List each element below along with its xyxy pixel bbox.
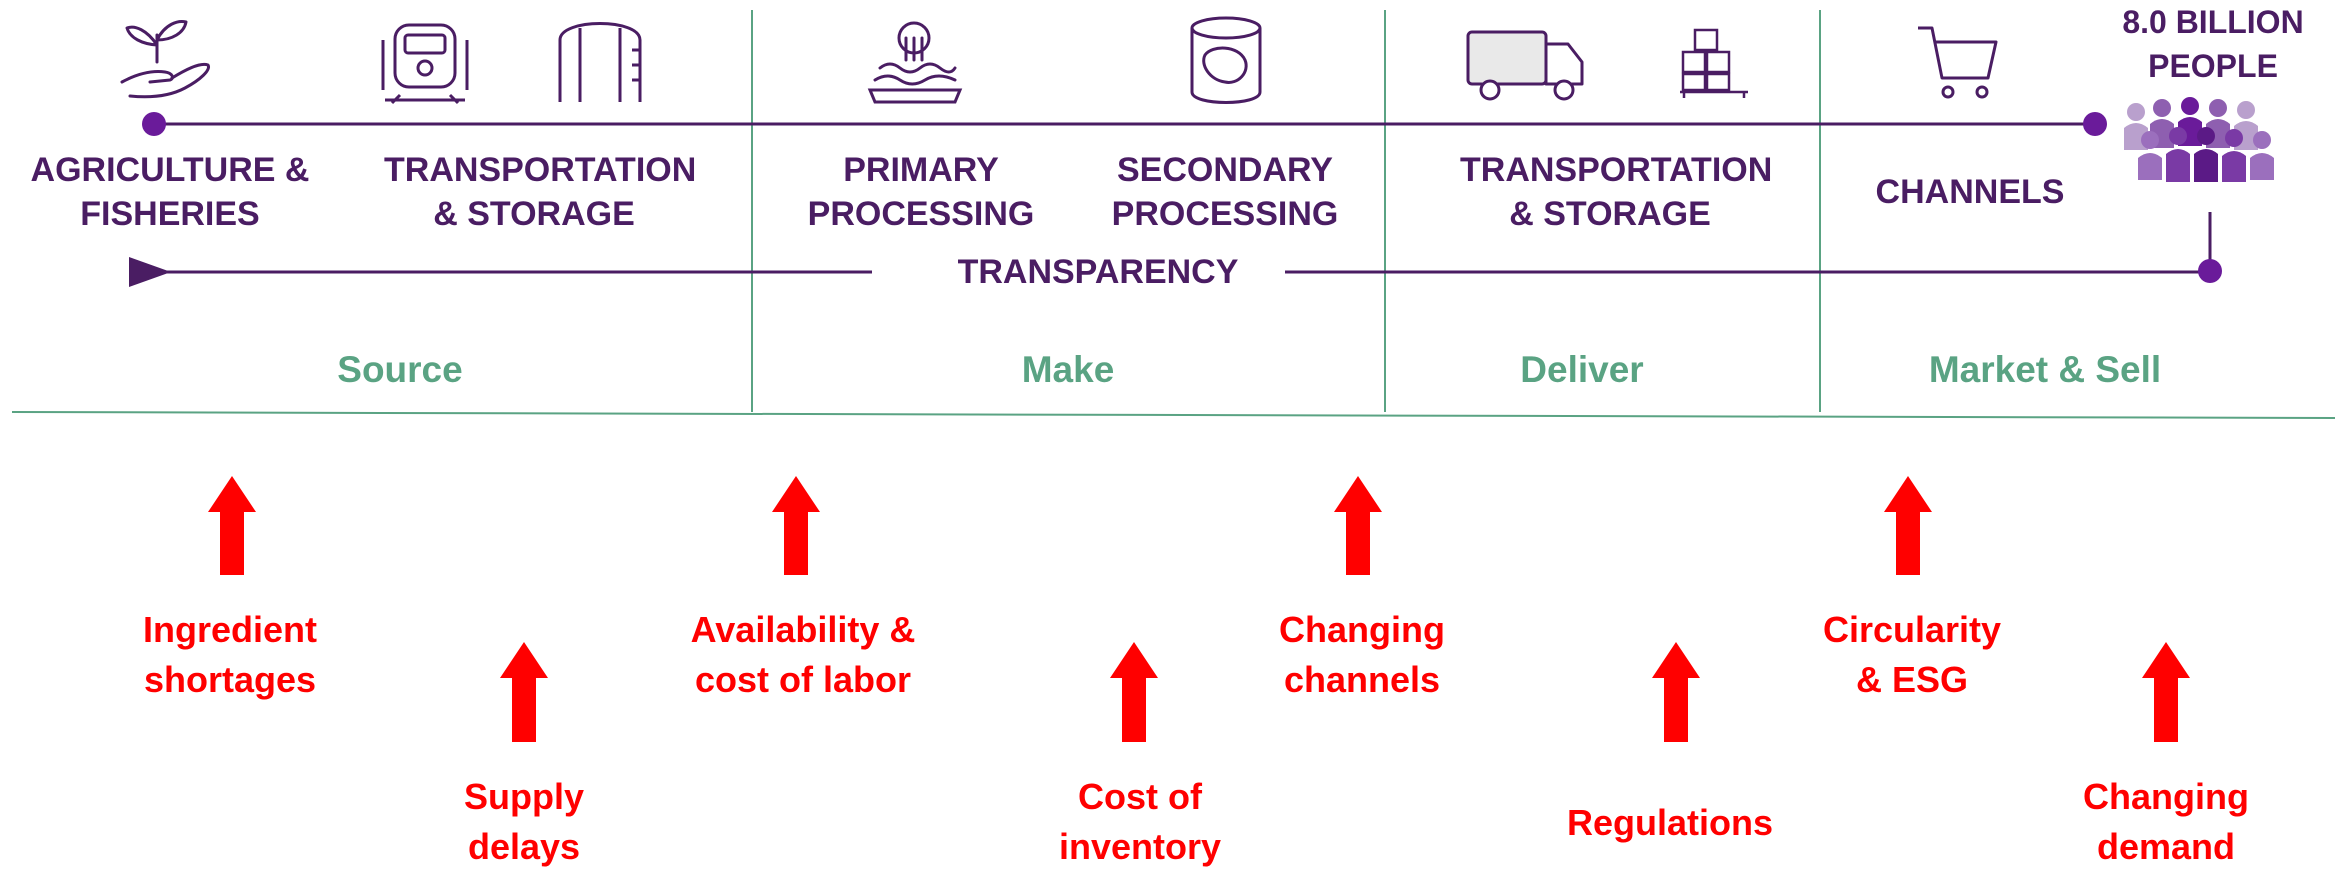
flow-end-dot xyxy=(2083,112,2107,136)
truck-icon xyxy=(1466,30,1584,101)
challenge-line2: shortages xyxy=(143,659,317,700)
challenge-line2: demand xyxy=(2096,826,2236,867)
challenge-line1: Availability & xyxy=(690,609,916,650)
warehouse-boxes-icon xyxy=(1680,28,1748,98)
stage-transportation-storage-source: TRANSPORTATION & STORAGE xyxy=(384,148,697,236)
red-arrow-supply xyxy=(500,642,548,742)
red-arrow-labor xyxy=(772,476,820,575)
phase-market-sell: Market & Sell xyxy=(1928,349,2162,390)
train-icon xyxy=(381,23,469,105)
challenge-line2: delays xyxy=(467,826,581,867)
crowd-icon xyxy=(2118,97,2278,190)
challenge-circularity-esg: Circularity & ESG xyxy=(1762,605,2062,705)
stage-label-line2: FISHERIES xyxy=(80,195,260,233)
phase-deliver: Deliver xyxy=(1520,349,1644,390)
transparency-start-dot xyxy=(2198,259,2222,283)
stage-label-line1: TRANSPORTATION xyxy=(384,151,697,189)
challenge-line2: cost of labor xyxy=(694,659,912,700)
challenge-line1: Changing xyxy=(2083,776,2249,817)
challenge-changing-demand: Changing demand xyxy=(2016,772,2316,872)
population-line2: PEOPLE xyxy=(2148,48,2278,84)
challenge-line2: inventory xyxy=(1058,826,1222,867)
challenge-supply-delays: Supply delays xyxy=(374,772,674,872)
red-arrow-circularity xyxy=(1884,476,1932,575)
red-arrow-regulations xyxy=(1652,642,1700,742)
challenge-line1: Changing xyxy=(1279,609,1445,650)
grain-processing-icon xyxy=(867,21,963,104)
challenge-line2: channels xyxy=(1283,659,1441,700)
stage-label-line1: AGRICULTURE & xyxy=(30,151,310,189)
flow-start-dot xyxy=(142,112,166,136)
challenge-line2: & ESG xyxy=(1855,659,1969,700)
phase-make: Make xyxy=(1021,349,1115,390)
challenge-ingredient-shortages: Ingredient shortages xyxy=(80,605,380,705)
challenge-line1: Cost of xyxy=(1078,776,1202,817)
can-icon xyxy=(1190,16,1262,104)
transparency-label: TRANSPARENCY xyxy=(930,250,1266,294)
challenge-changing-channels: Changing channels xyxy=(1212,605,1512,705)
challenge-line1: Supply xyxy=(463,776,584,817)
challenge-arrows xyxy=(208,476,2190,742)
baseline xyxy=(11,411,2336,419)
stage-label-line1: SECONDARY xyxy=(1117,151,1333,189)
stage-label-line2: PROCESSING xyxy=(807,195,1035,233)
stage-label-line2: & STORAGE xyxy=(433,195,635,233)
shopping-cart-icon xyxy=(1918,26,1998,99)
red-arrow-inventory xyxy=(1110,642,1158,742)
stage-channels: CHANNELS xyxy=(1860,170,2080,214)
challenge-cost-of-inventory: Cost of inventory xyxy=(990,772,1290,872)
stage-secondary-processing: SECONDARY PROCESSING xyxy=(1100,148,1350,236)
stage-agriculture-fisheries: AGRICULTURE & FISHERIES xyxy=(20,148,320,236)
challenge-line1: Regulations xyxy=(1566,802,1773,843)
plant-in-hand-icon xyxy=(120,20,210,99)
stage-primary-processing: PRIMARY PROCESSING xyxy=(796,148,1046,236)
phase-source: Source xyxy=(337,349,463,390)
stage-label-line1: CHANNELS xyxy=(1875,173,2065,211)
challenge-regulations: Regulations xyxy=(1520,798,1820,848)
stage-label-line1: PRIMARY xyxy=(843,151,999,189)
population-line1: 8.0 BILLION xyxy=(2122,4,2304,40)
population-label: 8.0 BILLION PEOPLE xyxy=(2098,0,2328,88)
challenge-line1: Circularity xyxy=(1822,609,2002,650)
stage-label-line2: & STORAGE xyxy=(1509,195,1711,233)
red-arrow-demand xyxy=(2142,642,2190,742)
red-arrow-channels xyxy=(1334,476,1382,575)
challenge-availability-cost-labor: Availability & cost of labor xyxy=(653,605,953,705)
stage-label-line2: PROCESSING xyxy=(1111,195,1339,233)
stage-label-line1: TRANSPORTATION xyxy=(1460,151,1773,189)
stage-transportation-storage-deliver: TRANSPORTATION & STORAGE xyxy=(1460,148,1773,236)
red-arrow-ingredient xyxy=(208,476,256,575)
silo-icon xyxy=(558,22,642,102)
challenge-line1: Ingredient xyxy=(142,609,317,650)
